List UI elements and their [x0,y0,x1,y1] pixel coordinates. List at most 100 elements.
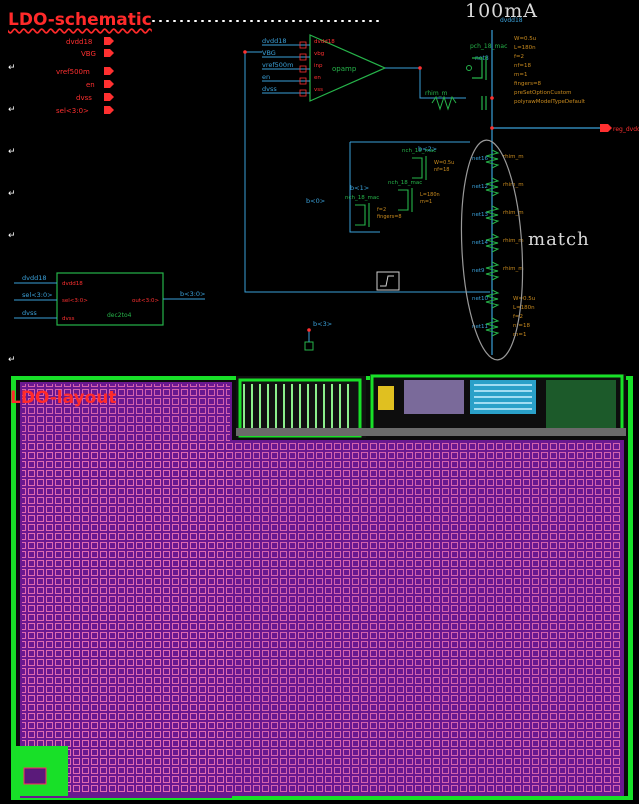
wire [244,51,490,293]
net-label: net16 [472,156,489,162]
bus-label: b<0> [306,197,325,205]
ldo-layout [11,374,633,800]
decoder-label: dec2to4 [107,312,132,319]
pin-label: sel<3:0> [56,107,89,115]
layout-title: LDO-layout [10,388,117,408]
ldo-schematic: dvdd18VBGvref500mendvsssel<3:0>opampdvdd… [14,17,639,361]
schematic-title: LDO-schematic [8,10,152,30]
current-label: 100mA [465,0,539,22]
opamp-net: VBG [262,49,276,57]
net-label: net13 [472,212,489,218]
match-ellipse [460,139,524,361]
cap-cells-main [22,442,622,794]
bus-label: b<2> [418,145,437,153]
decoder-pin: dvss [62,316,75,322]
bus-label: b<3> [313,320,332,328]
param-label: fingers=8 [377,214,402,220]
param-label: L=180n [513,305,535,311]
pin-square [299,89,307,97]
paragraph-mark-5: ↵ [8,231,16,241]
device-label: rhim_m [503,154,524,160]
junction-dot [243,50,247,54]
decoder-net: b<3:0> [180,290,205,298]
input-pin-icon [104,67,114,75]
input-pin-icon [104,93,114,101]
opamp-label: opamp [332,65,357,73]
net-label: net10 [472,296,489,302]
param-label: nf=18 [434,167,449,173]
device-label: nch_18_mac [388,180,422,186]
source-symbol [376,271,400,291]
param-label: f=2 [513,314,523,320]
param-label: fingers=8 [514,81,542,87]
input-pin-icon [104,37,114,45]
device-label: rhim_m [425,90,448,97]
param-label: nf=18 [514,63,532,69]
opamp-pin: dvdd18 [314,39,335,45]
pin-square [299,41,307,49]
junction-dot [490,126,494,130]
pmos-symbol [472,57,483,79]
pin-label: VBG [81,50,96,58]
pmos-bubble [466,65,472,71]
junction-dot [418,66,422,70]
pad-layout [378,386,394,410]
device-label: nch_18_mac [402,148,436,154]
param-label: f=2 [377,207,386,213]
opamp-pin: inp [314,63,323,69]
ground-symbol [304,341,314,351]
input-pin-icon [104,80,114,88]
opamp-net: en [262,73,270,81]
param-label: W=0.5u [513,296,535,302]
param-label: m=1 [420,199,432,205]
pin-square [299,65,307,73]
ladder-resistor [485,149,500,169]
input-pin-icon [104,106,114,114]
pin-label: dvdd18 [66,38,92,46]
device-label: rhim_m [503,210,524,216]
opamp-pin: en [314,75,321,81]
opamp-symbol [309,34,387,102]
param-label: m=1 [514,72,527,78]
output-pin-icon [600,124,612,132]
junction-dot [490,96,494,100]
opamp-pin: vbg [314,51,324,57]
net-label: net14 [472,240,489,246]
corner-device [23,767,47,785]
decoder-layout [546,380,616,428]
net-label: net9 [472,268,485,274]
wire [349,142,380,233]
pin-square [299,77,307,85]
ladder-resistor [485,261,500,281]
ladder-resistor [485,317,500,337]
pin-label: vref500m [56,68,90,76]
decoder-net: sel<3:0> [22,291,53,299]
wire [385,67,466,99]
decoder-pin: out<3:0> [132,298,159,304]
pin-label: dvss [76,94,92,102]
ladder-resistor [485,289,500,309]
ladder-resistor [485,177,500,197]
source-wave [380,275,394,287]
ladder-resistor [485,205,500,225]
param-label: polyrawModelTypeDefault [514,99,586,105]
opamp-pin: vss [314,87,323,93]
nmos-symbol [412,157,423,179]
device-label: nch_18_mac [345,195,379,201]
pin-square [299,53,307,61]
decoder-net: dvdd18 [22,274,47,282]
nmos-symbol [398,189,409,211]
net-label: net12 [472,184,488,190]
resistor-symbol [431,95,457,111]
opamp-net: dvss [262,85,277,93]
junction-dot [307,328,311,332]
opamp-net: dvdd18 [262,37,287,45]
paragraph-mark-3: ↵ [8,147,16,157]
opamp-net: vref500m [262,61,293,69]
net-label: net11 [472,324,488,330]
param-label: W=0.5u [434,160,454,166]
metal-bus [236,428,626,436]
paragraph-mark-6: ↵ [8,355,16,365]
output-pin-label: reg_dvdd [613,126,639,133]
